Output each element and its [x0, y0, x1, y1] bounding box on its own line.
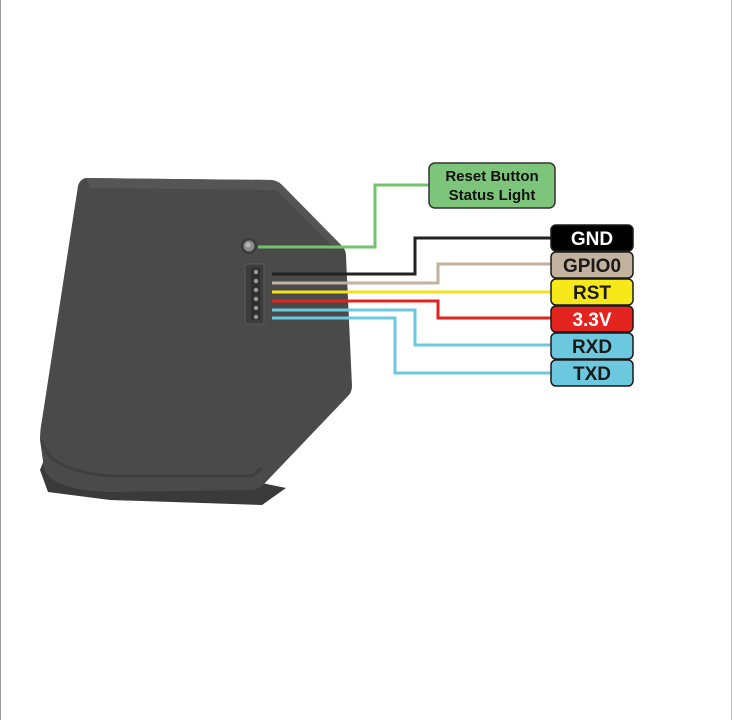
wires: [258, 183, 552, 375]
wire-gnd: [272, 236, 552, 276]
svg-text:GND: GND: [571, 229, 613, 250]
status-line-2: Status Light: [449, 187, 536, 204]
wire-txd: [272, 316, 552, 375]
led-button-icon: [241, 238, 257, 254]
header-pin-1: [253, 269, 259, 275]
pin-label-rxd: RXD: [550, 332, 634, 360]
pin-label-3v3: 3.3V: [550, 305, 634, 333]
pin-label-gnd: GND: [550, 224, 634, 252]
svg-text:RXD: RXD: [572, 337, 612, 358]
relay-module: [40, 178, 352, 505]
pin-label-gpio0: GPIO0: [550, 251, 634, 279]
header-pin-2: [253, 278, 259, 284]
header-pin-4: [253, 296, 259, 302]
header-pin-3: [253, 287, 259, 293]
wire-status: [258, 183, 430, 249]
wire-gpio0: [272, 262, 552, 285]
pin-labels: GND GPIO0 RST 3.3V RXD TXD: [550, 224, 634, 387]
pin-label-rst: RST: [550, 278, 634, 306]
wire-rxd: [272, 308, 552, 347]
status-callout: Reset Button Status Light: [428, 162, 556, 209]
wire-3v3: [272, 299, 552, 320]
svg-text:GPIO0: GPIO0: [563, 256, 621, 277]
device-body: [40, 178, 352, 492]
header-pin-6: [253, 314, 259, 320]
status-box: [428, 162, 556, 209]
svg-text:RST: RST: [573, 283, 611, 304]
pin-label-txd: TXD: [550, 359, 634, 387]
device-top-highlight: [86, 178, 342, 250]
device-lower-edge: [40, 439, 263, 478]
svg-text:TXD: TXD: [573, 364, 611, 385]
header-pin-5: [253, 305, 259, 311]
six-pin-header-icon: [244, 263, 265, 325]
svg-text:3.3V: 3.3V: [572, 310, 611, 331]
status-line-1: Reset Button: [445, 168, 538, 185]
left-border: [0, 0, 1, 720]
